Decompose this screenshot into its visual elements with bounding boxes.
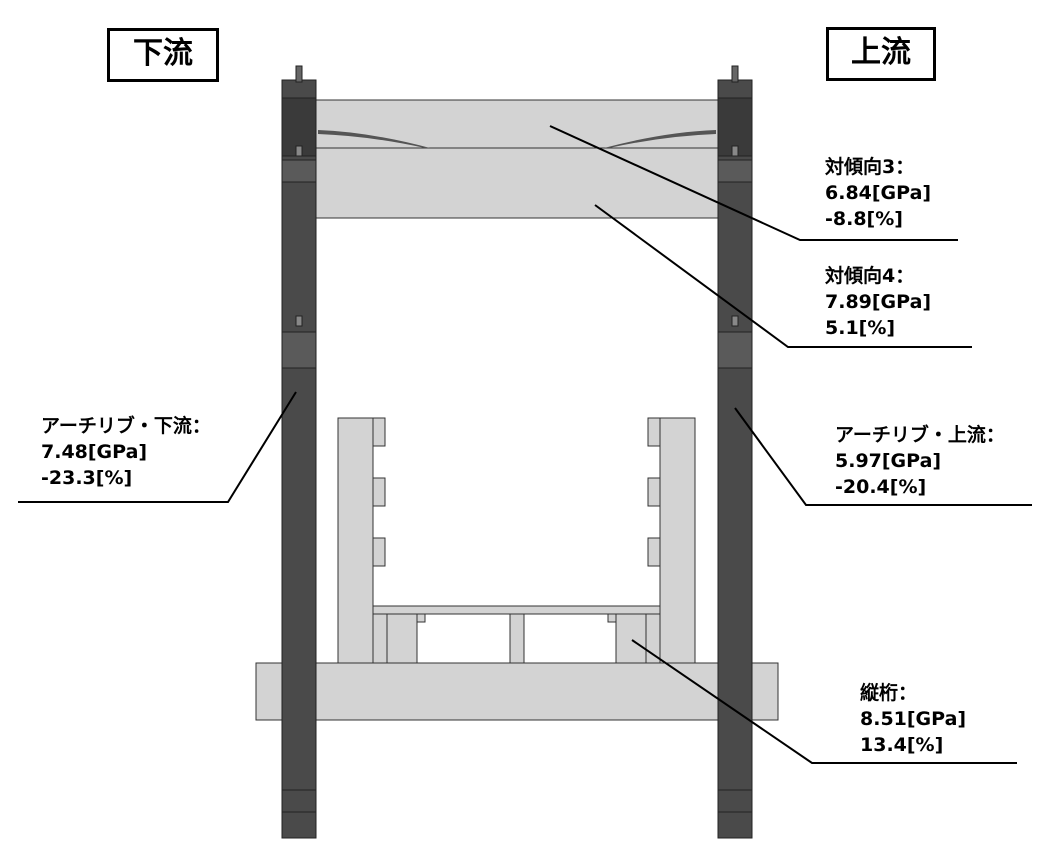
stringer-annotation: 縦桁： 8.51[GPa] 13.4[%]	[860, 680, 966, 758]
arch-rib-downstream	[281, 65, 317, 839]
arch-upstream-modulus: 5.97[GPa]	[835, 450, 942, 472]
leader-arch-downstream	[18, 391, 297, 503]
brace4-name: 対傾向4：	[825, 265, 915, 287]
stringer-change: 13.4[%]	[860, 734, 944, 756]
brace3-modulus: 6.84[GPa]	[825, 182, 932, 204]
arch-downstream-change: -23.3[%]	[41, 467, 133, 489]
arch-rib-upstream	[717, 65, 753, 839]
arch-upstream-annotation: アーチリブ・上流： 5.97[GPa] -20.4[%]	[835, 422, 1005, 500]
arch-downstream-modulus: 7.48[GPa]	[41, 441, 148, 463]
brace3-annotation: 対傾向3： 6.84[GPa] -8.8[%]	[825, 154, 931, 232]
leader-brace4	[594, 204, 972, 348]
leader-arch-upstream	[734, 407, 1032, 506]
inner-frame-left	[337, 417, 386, 664]
inner-frame-right	[647, 417, 696, 664]
brace4-annotation: 対傾向4： 7.89[GPa] 5.1[%]	[825, 263, 931, 341]
deck	[372, 605, 661, 615]
downstream-label: 下流	[107, 28, 219, 82]
arch-downstream-name: アーチリブ・下流：	[41, 415, 211, 437]
top-cross-beam	[315, 99, 719, 219]
brace4-modulus: 7.89[GPa]	[825, 291, 932, 313]
arch-downstream-annotation: アーチリブ・下流： 7.48[GPa] -23.3[%]	[41, 413, 211, 491]
arch-upstream-change: -20.4[%]	[835, 476, 927, 498]
brace3-change: -8.8[%]	[825, 208, 903, 230]
brace3-name: 対傾向3：	[825, 156, 915, 178]
stringers	[372, 613, 661, 664]
brace4-change: 5.1[%]	[825, 317, 896, 339]
stringer-modulus: 8.51[GPa]	[860, 708, 967, 730]
leader-brace3	[549, 125, 958, 241]
upstream-label: 上流	[826, 27, 936, 81]
stringer-name: 縦桁：	[860, 682, 918, 704]
arch-upstream-name: アーチリブ・上流：	[835, 424, 1005, 446]
leader-stringer	[631, 639, 1017, 764]
floor-beam	[255, 662, 779, 721]
